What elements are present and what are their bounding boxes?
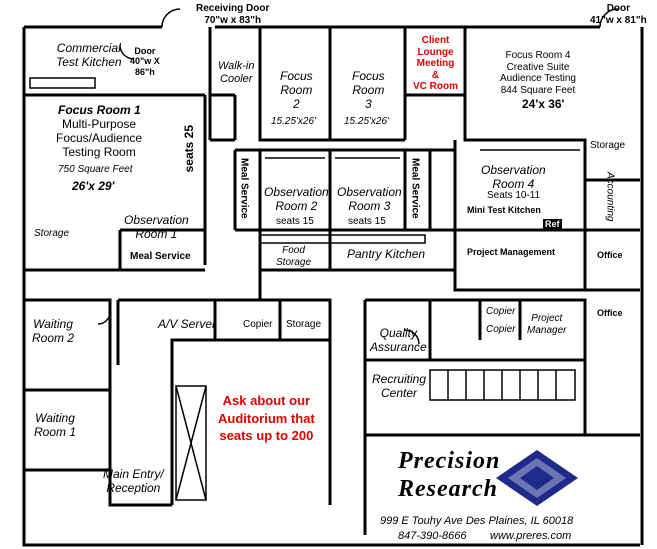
focus-room-4-dim: 24'x 36' <box>522 97 565 111</box>
storage-left-label: Storage <box>34 228 70 239</box>
copier-mid-label: Copier <box>243 319 273 330</box>
wall-focus2 <box>258 27 332 142</box>
wall-lower-left <box>108 300 332 507</box>
focus-room-1-title: Focus Room 1 <box>58 103 141 117</box>
mini-test-kitchen-label: Mini Test Kitchen <box>467 205 541 215</box>
obs-counter <box>259 234 426 244</box>
copier-right-1-label: Copier <box>486 306 516 317</box>
wall-recruiting <box>365 340 640 437</box>
logo-text-precision: Precision <box>398 448 501 474</box>
wall-pantry <box>260 230 585 292</box>
storage-top-right-label: Storage <box>590 140 626 151</box>
focus-room-3-size: 15.25'x26' <box>344 116 389 127</box>
copier-right-2-label: Copier <box>486 324 516 335</box>
wall-focus1 <box>22 95 207 300</box>
observation-room-3-seats: seats 15 <box>348 216 386 227</box>
observation-room-2-seats: seats 15 <box>276 216 314 227</box>
ref-label: Ref <box>543 219 562 230</box>
storage-mid-label: Storage <box>286 319 322 330</box>
meal-service-right-label: Meal Service <box>409 158 421 219</box>
wall-right-offices <box>363 298 587 535</box>
wall-walkin <box>208 27 237 142</box>
main-entry-label: Main Entry/Reception <box>103 467 164 495</box>
project-management-label: Project Management <box>467 247 556 257</box>
av-server-label: A/V Server <box>158 317 217 331</box>
wall-obs-rooms <box>233 148 455 300</box>
website-link[interactable]: www.preres.com <box>490 530 572 542</box>
seats-25-label: seats 25 <box>182 125 196 173</box>
meal-service-left-label: Meal Service <box>238 158 250 219</box>
stair-box <box>175 385 207 501</box>
wall-obs4 <box>453 140 640 292</box>
wall-lounge <box>405 27 587 145</box>
outer-wall <box>22 25 644 547</box>
phone-text: 847-390-8666 <box>398 530 467 542</box>
office-2-label: Office <box>597 308 623 318</box>
office-1-label: Office <box>597 250 623 260</box>
logo-text-research: Research <box>398 476 498 502</box>
observation-room-4-seats: Seats 10-11 <box>487 190 541 201</box>
wall-focus3 <box>330 27 407 142</box>
focus-room-1-sqft: 750 Square Feet <box>58 164 133 175</box>
kitchen-counter <box>29 77 96 89</box>
accounting-label: Accounting <box>604 172 616 222</box>
pantry-kitchen-label: Pantry Kitchen <box>347 247 426 261</box>
logo-diamond-icon <box>496 450 578 506</box>
address-text: 999 E Touhy Ave Des Plaines, IL 60018 <box>380 515 574 527</box>
focus-room-2-size: 15.25'x26' <box>271 116 316 127</box>
focus-room-1-dim: 26'x 29' <box>72 179 115 193</box>
meal-service-bottom-label: Meal Service <box>130 251 191 262</box>
